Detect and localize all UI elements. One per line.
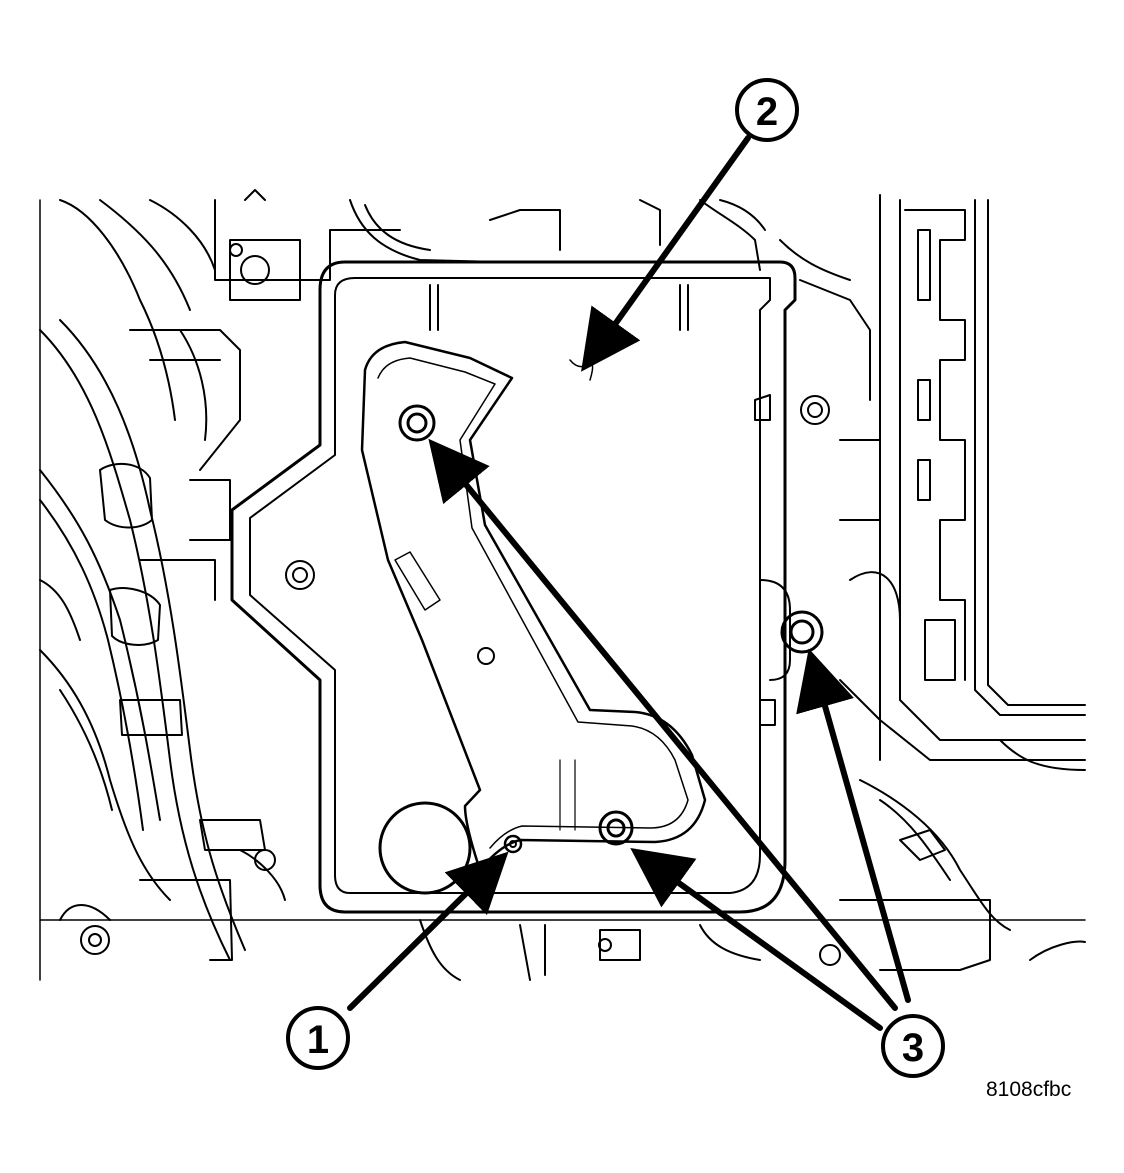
background-components — [39, 189, 1086, 981]
callout-2-label: 2 — [756, 90, 778, 134]
callout-3: 3 — [881, 1014, 945, 1078]
callout-3-label: 3 — [902, 1026, 924, 1070]
bolt-upper — [398, 404, 436, 442]
arrow-callout-3-to-right — [796, 648, 911, 1003]
cover-housing — [230, 260, 797, 914]
figure-code: 8108cfbc — [986, 1078, 1072, 1101]
arrow-callout-3-to-upper — [428, 438, 898, 1011]
callout-1: 1 — [286, 1006, 350, 1070]
callout-1-label: 1 — [307, 1018, 329, 1062]
arrow-callout-1 — [347, 851, 509, 1011]
locator-pin — [503, 834, 523, 854]
bolt-lower — [598, 810, 634, 846]
arrow-callout-3-to-lower — [630, 847, 883, 1031]
arrow-callout-2 — [581, 135, 751, 372]
callout-2: 2 — [735, 78, 799, 142]
bolt-right — [780, 610, 824, 654]
leader-arrows — [347, 135, 911, 1031]
